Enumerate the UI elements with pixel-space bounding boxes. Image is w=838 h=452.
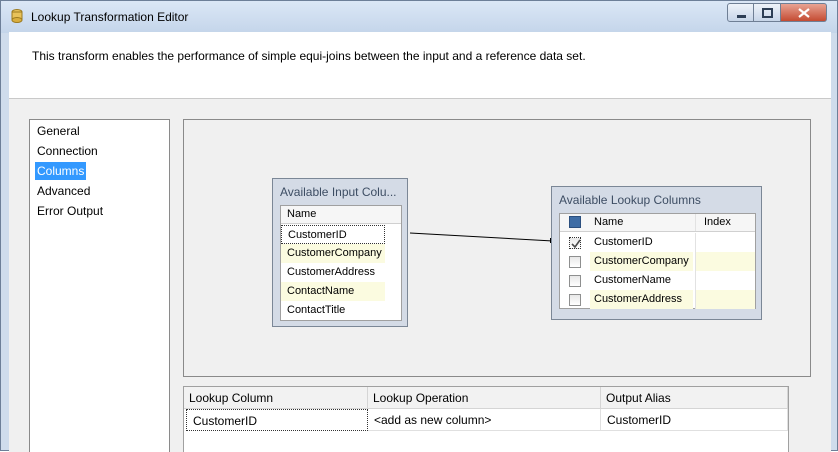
- title-bar[interactable]: Lookup Transformation Editor: [1, 1, 837, 33]
- lookup-column-cell[interactable]: CustomerID: [186, 409, 368, 431]
- lookup-checkbox-cell[interactable]: [560, 290, 590, 309]
- lookup-columns-grid: Name Index CustomerID: [559, 213, 756, 309]
- description-text: This transform enables the performance o…: [32, 49, 586, 63]
- column-mapping-canvas[interactable]: Available Input Colu... Name CustomerID …: [183, 119, 811, 377]
- select-all-checkbox[interactable]: [569, 216, 581, 228]
- nav-item-error-output[interactable]: Error Output: [37, 204, 104, 218]
- page-nav-list: General Connection Columns Advanced Erro…: [29, 119, 170, 452]
- lookup-column-row[interactable]: CustomerName: [560, 271, 755, 290]
- lookup-checkbox[interactable]: [569, 237, 581, 249]
- input-name-header: Name: [281, 206, 401, 224]
- select-all-checkbox-cell[interactable]: [560, 214, 590, 231]
- lookup-index-header: Index: [695, 214, 755, 231]
- lookup-checkbox[interactable]: [569, 294, 581, 306]
- output-alias-cell[interactable]: CustomerID: [601, 409, 788, 431]
- lookup-column-index: [695, 233, 755, 252]
- close-button[interactable]: [781, 3, 827, 22]
- available-lookup-columns-box[interactable]: Available Lookup Columns Name Index: [551, 186, 762, 320]
- lookup-column-name: CustomerID: [594, 236, 653, 248]
- minimize-button[interactable]: [727, 3, 754, 22]
- lookup-transform-icon: [9, 8, 25, 24]
- nav-item-advanced[interactable]: Advanced: [37, 184, 91, 198]
- lookup-column-row[interactable]: CustomerID: [560, 233, 755, 252]
- description-header: This transform enables the performance o…: [9, 32, 831, 99]
- output-mapping-grid: Lookup Column Lookup Operation Output Al…: [183, 386, 789, 452]
- lookup-column-row[interactable]: CustomerCompany: [560, 252, 755, 271]
- lookup-column-header[interactable]: Lookup Column: [184, 387, 368, 409]
- lookup-column-name: CustomerAddress: [590, 290, 693, 309]
- maximize-button[interactable]: [754, 3, 781, 22]
- input-box-title: Available Input Colu...: [280, 185, 397, 199]
- maximize-icon: [762, 8, 773, 18]
- lookup-checkbox[interactable]: [569, 256, 581, 268]
- lookup-box-title: Available Lookup Columns: [559, 193, 701, 207]
- lookup-column-index: [695, 290, 755, 309]
- lookup-column-index: [695, 252, 755, 271]
- lookup-checkbox-cell[interactable]: [560, 271, 590, 290]
- dialog-client: This transform enables the performance o…: [9, 32, 831, 452]
- lookup-checkbox[interactable]: [569, 275, 581, 287]
- nav-item-general[interactable]: General: [37, 124, 80, 138]
- lookup-column-name: CustomerName: [594, 274, 672, 286]
- input-column-row[interactable]: CustomerCompany: [281, 244, 385, 263]
- lookup-name-header: Name: [594, 216, 624, 228]
- lookup-operation-header[interactable]: Lookup Operation: [368, 387, 601, 409]
- input-column-row[interactable]: CustomerID: [281, 225, 385, 244]
- lookup-checkbox-cell[interactable]: [560, 233, 590, 252]
- nav-item-connection[interactable]: Connection: [37, 144, 98, 158]
- minimize-icon: [737, 15, 746, 18]
- input-column-row[interactable]: ContactName: [281, 282, 385, 301]
- lookup-operation-cell[interactable]: <add as new column>: [368, 409, 601, 431]
- input-column-row[interactable]: ContactTitle: [287, 304, 346, 316]
- input-column-row[interactable]: CustomerAddress: [287, 266, 376, 278]
- close-icon: [798, 8, 810, 18]
- available-input-columns-box[interactable]: Available Input Colu... Name CustomerID …: [272, 178, 408, 327]
- lookup-checkbox-cell[interactable]: [560, 252, 590, 271]
- input-columns-grid: Name CustomerID CustomerCompany Customer…: [280, 205, 402, 321]
- output-alias-header[interactable]: Output Alias: [601, 387, 788, 409]
- lookup-column-row[interactable]: CustomerAddress: [560, 290, 755, 309]
- checkmark-icon: [571, 239, 581, 249]
- nav-item-columns[interactable]: Columns: [35, 162, 87, 180]
- lookup-grid-header: Name Index: [560, 214, 755, 232]
- lookup-column-name: CustomerCompany: [590, 252, 693, 271]
- window-title: Lookup Transformation Editor: [31, 10, 189, 24]
- lookup-column-index: [695, 271, 755, 290]
